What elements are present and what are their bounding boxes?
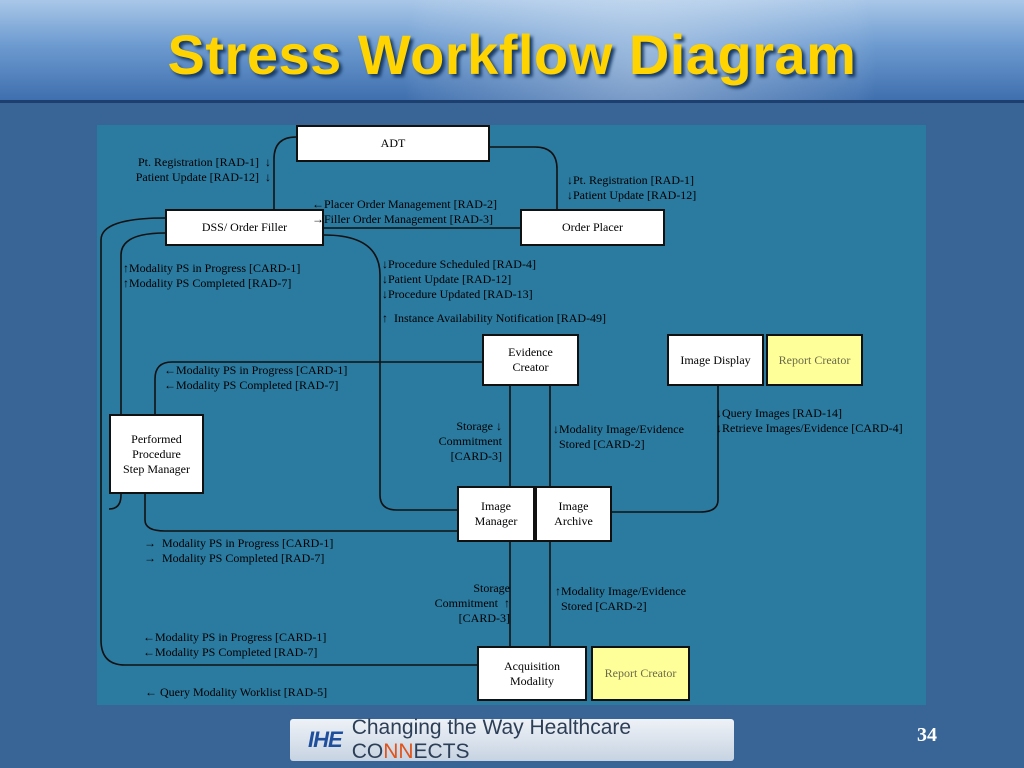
tagline-end: ECTS (413, 740, 470, 763)
dss-order-filler-label: DSS/ Order Filler (201, 220, 288, 234)
modality-stored-transaction: ↑Modality Image/Evidence Stored [CARD-2] (555, 584, 686, 613)
evidence-stored-transaction: ↓Modality Image/Evidence Stored [CARD-2] (553, 422, 684, 451)
order-placer-label: Order Placer (562, 220, 623, 234)
ppsm-label: Performed Procedure Step Manager (123, 431, 190, 476)
report-creator-bottom-actor[interactable]: Report Creator (591, 646, 690, 701)
worklist-transaction: ← Query Modality Worklist [RAD-5] (145, 685, 328, 699)
adt-actor[interactable]: ADT (296, 125, 490, 162)
dss-mpps-transactions: ↑Modality PS in Progress [CARD-1] ↑Modal… (123, 261, 301, 290)
tagline-highlight: NN (383, 740, 414, 763)
instance-availability-transaction: ↑ Instance Availability Notification [RA… (382, 311, 607, 325)
evidence-creator-ppsm-transactions: ←Modality PS in Progress [CARD-1] ←Modal… (164, 363, 348, 392)
dss-order-placer-transactions: ←Placer Order Management [RAD-2] →Filler… (312, 197, 497, 226)
title-divider (0, 100, 1024, 103)
ihe-tagline: Changing the Way Healthcare CONNECTS (352, 716, 734, 764)
report-creator-top-actor[interactable]: Report Creator (766, 334, 863, 386)
image-archive-actor[interactable]: Image Archive (535, 486, 612, 542)
storage-commitment-bottom-transaction: Storage Commitment ↑ [CARD-3] (434, 581, 510, 625)
tagline-text: Changing the Way Healthcare CO (351, 716, 632, 763)
slide-title: Stress Workflow Diagram (167, 23, 857, 86)
evidence-creator-label: Evidence Creator (508, 345, 553, 374)
image-manager-actor[interactable]: Image Manager (457, 486, 535, 542)
image-archive-label: Image Archive (554, 499, 593, 528)
dss-image-manager-transactions: ↓Procedure Scheduled [RAD-4] ↓Patient Up… (382, 257, 536, 301)
page-number: 34 (917, 724, 937, 746)
ihe-logo-mark: IHE (308, 727, 343, 752)
image-display-label: Image Display (680, 352, 751, 367)
diagram-panel: ADT DSS/ Order Filler Order Placer Evide… (97, 125, 926, 705)
query-retrieve-transactions: ↓Query Images [RAD-14] ↓Retrieve Images/… (716, 406, 903, 435)
globe-graphic (380, 0, 900, 100)
image-display-actor[interactable]: Image Display (667, 334, 764, 386)
order-placer-actor[interactable]: Order Placer (520, 209, 665, 246)
dss-order-filler-actor[interactable]: DSS/ Order Filler (165, 209, 324, 246)
image-manager-label: Image Manager (474, 499, 518, 528)
ppsm-actor[interactable]: Performed Procedure Step Manager (109, 414, 204, 494)
report-creator-bottom-label: Report Creator (604, 666, 677, 680)
report-creator-top-label: Report Creator (778, 352, 851, 367)
adt-order-placer-transactions: ↓Pt. Registration [RAD-1] ↓Patient Updat… (567, 173, 697, 202)
adt-dss-transactions: Pt. Registration [RAD-1] ↓ Patient Updat… (135, 155, 271, 184)
connector-lines (100, 136, 719, 666)
title-banner: Stress Workflow Diagram (0, 0, 1024, 100)
acquisition-modality-label: Acquisition Modality (504, 658, 560, 688)
ppsm-image-manager-transactions: → Modality PS in Progress [CARD-1] → Mod… (144, 536, 334, 565)
storage-commitment-top-transaction: Storage ↓ Commitment [CARD-3] (438, 419, 502, 463)
acquisition-ppsm-transactions: ←Modality PS in Progress [CARD-1] ←Modal… (143, 630, 327, 659)
adt-label: ADT (380, 136, 406, 150)
ihe-footer-logo: IHE Changing the Way Healthcare CONNECTS (290, 716, 734, 764)
evidence-creator-actor[interactable]: Evidence Creator (482, 334, 579, 386)
acquisition-modality-actor[interactable]: Acquisition Modality (477, 646, 587, 701)
